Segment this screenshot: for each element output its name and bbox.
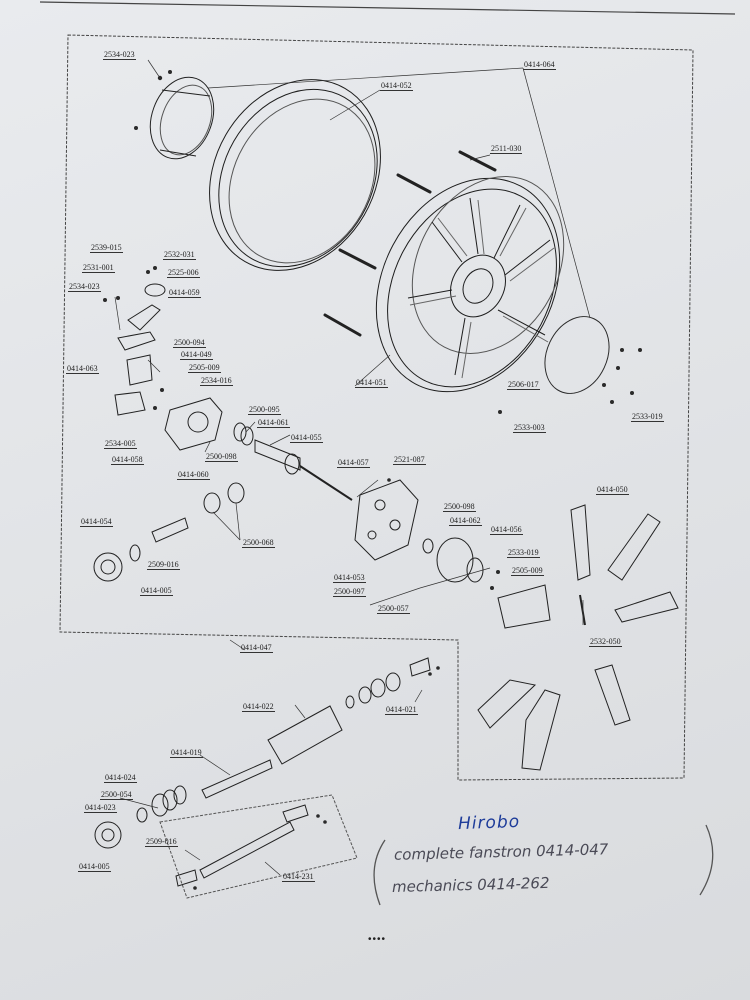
part-label-0414-061: 0414-061 [257, 418, 290, 428]
cover-plate [544, 316, 610, 394]
fan-housing [375, 176, 565, 393]
gearbox-housing [354, 479, 419, 561]
part-label-2534-023b: 2534-023 [68, 282, 101, 292]
hand-parenthesis-left [373, 839, 386, 906]
part-label-2505-009b: 2505-009 [511, 566, 544, 576]
part-label-0414-022: 0414-022 [242, 702, 275, 712]
part-label-0414-059: 0414-059 [168, 288, 201, 298]
part-label-2500-094: 2500-094 [173, 338, 206, 348]
part-label-2531-001: 2531-001 [82, 263, 115, 273]
part-label-0414-047: 0414-047 [240, 643, 273, 653]
tube-assembly [94, 657, 431, 887]
part-label-0414-054: 0414-054 [80, 517, 113, 527]
part-label-2500-068: 2500-068 [242, 538, 275, 548]
rods [323, 150, 497, 337]
part-label-0414-021: 0414-021 [385, 705, 418, 715]
part-label-0414-055: 0414-055 [290, 433, 323, 443]
shaft-panel-outline [159, 794, 358, 899]
part-label-0414-005b: 0414-005 [78, 862, 111, 872]
part-label-2539-015: 2539-015 [90, 243, 123, 253]
part-label-0414-050: 0414-050 [596, 485, 629, 495]
part-label-2500-098b: 2500-098 [443, 502, 476, 512]
top-rule [39, 1, 736, 15]
part-label-2534-016: 2534-016 [200, 376, 233, 386]
part-label-2500-098: 2500-098 [205, 452, 238, 462]
part-label-2500-054: 2500-054 [100, 790, 133, 800]
part-label-0414-023: 0414-023 [84, 803, 117, 813]
part-label-0414-052: 0414-052 [380, 81, 413, 91]
part-label-0414-056: 0414-056 [490, 525, 523, 535]
shroud-ring [209, 79, 381, 271]
part-label-2509-016: 2509-016 [147, 560, 180, 570]
part-label-2533-019: 2533-019 [631, 412, 664, 422]
part-label-2521-087: 2521-087 [393, 455, 426, 465]
part-label-2534-005: 2534-005 [104, 439, 137, 449]
part-label-0414-049: 0414-049 [180, 350, 213, 360]
part-label-2532-050: 2532-050 [589, 637, 622, 647]
leader-lines [114, 59, 591, 876]
part-label-0414-019: 0414-019 [170, 748, 203, 758]
part-label-0414-063: 0414-063 [66, 364, 99, 374]
hand-parenthesis-right [699, 824, 714, 896]
part-label-2525-006: 2525-006 [167, 268, 200, 278]
part-label-2533-003: 2533-003 [513, 423, 546, 433]
part-label-0414-051: 0414-051 [355, 378, 388, 388]
part-label-2500-095: 2500-095 [248, 405, 281, 415]
servo-linkage [114, 283, 166, 416]
part-label-0414-057: 0414-057 [337, 458, 370, 468]
rear-ring [149, 76, 215, 160]
part-label-0414-231: 0414-231 [282, 872, 315, 882]
part-label-2533-019b: 2533-019 [507, 548, 540, 558]
motor-mount [164, 397, 223, 451]
part-label-0414-060: 0414-060 [177, 470, 210, 480]
part-label-0414-005: 0414-005 [140, 586, 173, 596]
pulley [422, 537, 484, 583]
part-label-0414-062: 0414-062 [449, 516, 482, 526]
fan-blades [477, 504, 679, 771]
page-footer-dots: •••• [368, 934, 387, 945]
part-label-2506-017: 2506-017 [507, 380, 540, 390]
part-label-2509-016b: 2509-016 [145, 837, 178, 847]
part-label-2500-057: 2500-057 [377, 604, 410, 614]
part-label-0414-064: 0414-064 [523, 60, 556, 70]
part-label-0414-024: 0414-024 [104, 773, 137, 783]
frame-outline [59, 34, 694, 781]
part-label-2505-009: 2505-009 [188, 363, 221, 373]
part-label-2511-030: 2511-030 [490, 144, 523, 154]
part-label-0414-053: 0414-053 [333, 573, 366, 583]
handwritten-brand: Hirobo [457, 811, 521, 835]
part-label-2500-097: 2500-097 [333, 587, 366, 597]
screws [103, 70, 642, 890]
part-label-2534-023: 2534-023 [103, 50, 136, 60]
part-label-0414-058: 0414-058 [111, 455, 144, 465]
part-label-2532-031: 2532-031 [163, 250, 196, 260]
